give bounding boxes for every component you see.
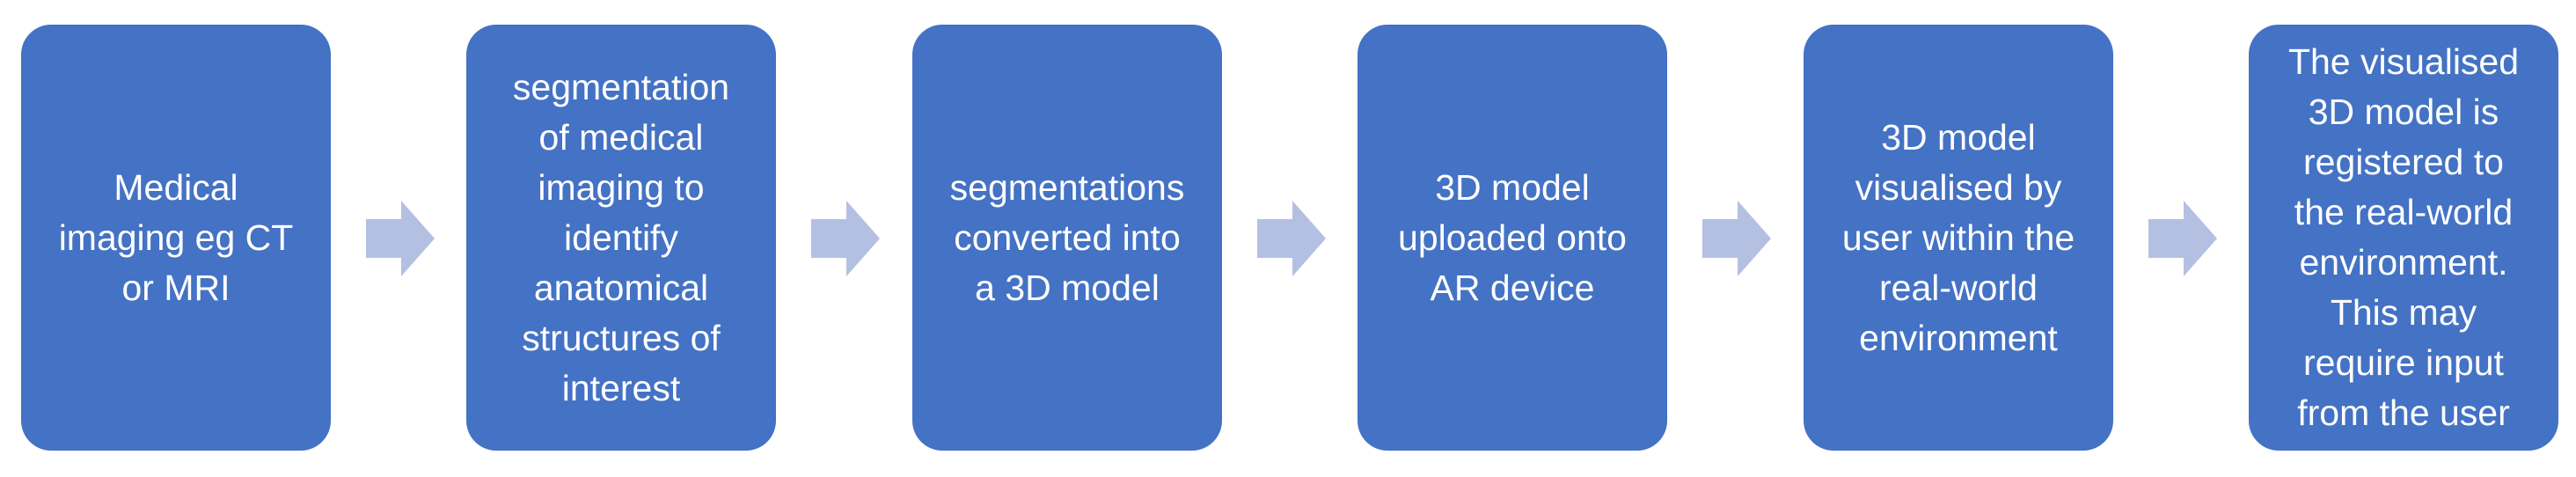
step-label: Medical imaging eg CT or MRI	[58, 166, 294, 308]
step-label: 3D model visualised by user within the r…	[1841, 116, 2075, 358]
right-arrow-icon	[366, 201, 435, 276]
step-label: segmentation of medical imaging to ident…	[512, 66, 730, 408]
step-label: segmentations converted into a 3D model	[949, 166, 1185, 308]
step-box-registration: The visualised 3D model is registered to…	[2249, 25, 2558, 451]
step-box-3d-model-conversion: segmentations converted into a 3D model	[912, 25, 1222, 451]
step-box-segmentation: segmentation of medical imaging to ident…	[466, 25, 776, 451]
right-arrow-icon	[1257, 201, 1326, 276]
right-arrow-icon	[1702, 201, 1771, 276]
step-label: The visualised 3D model is registered to…	[2287, 41, 2520, 433]
right-arrow-icon	[811, 201, 880, 276]
step-box-visualisation: 3D model visualised by user within the r…	[1804, 25, 2113, 451]
step-box-ar-upload: 3D model uploaded onto AR device	[1358, 25, 1667, 451]
step-box-medical-imaging: Medical imaging eg CT or MRI	[21, 25, 331, 451]
step-label: 3D model uploaded onto AR device	[1398, 166, 1627, 308]
right-arrow-icon	[2148, 201, 2217, 276]
